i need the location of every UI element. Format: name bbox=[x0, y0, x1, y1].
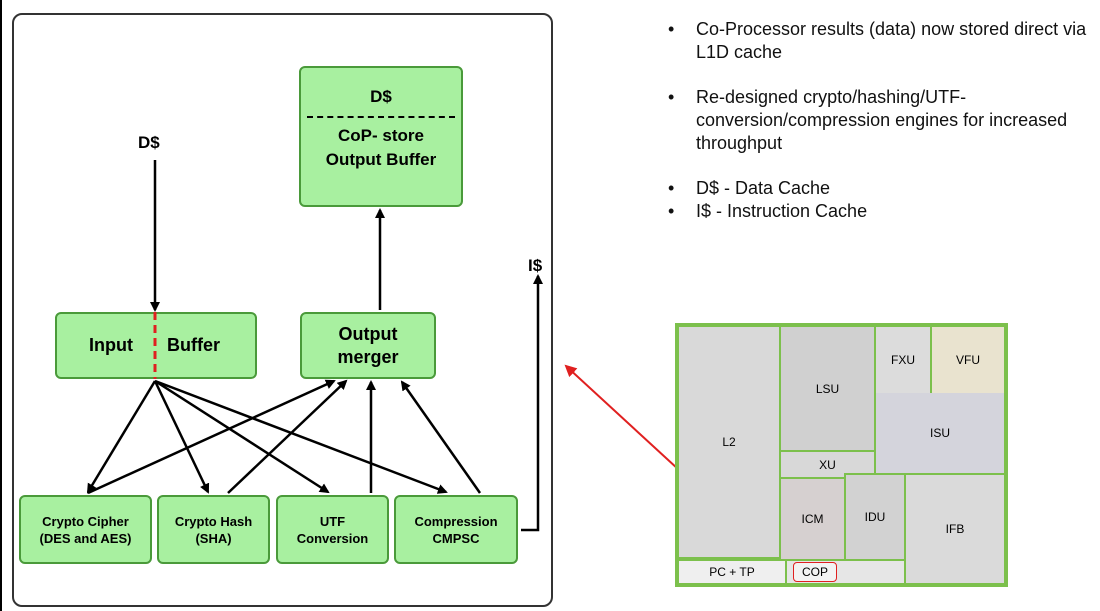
input-buffer-label-right: Buffer bbox=[167, 335, 220, 355]
unit-fxu: FXU bbox=[874, 325, 932, 395]
unit-ifb: IFB bbox=[904, 473, 1006, 585]
dcache-top-label: D$ bbox=[138, 133, 160, 152]
dcache-store-box: D$ CoP- store Output Buffer bbox=[299, 66, 463, 207]
bullet-list: Co-Processor results (data) now stored d… bbox=[666, 18, 1096, 223]
unit-isu: ISU bbox=[874, 393, 1006, 475]
output-merger-label: Output merger bbox=[337, 323, 399, 367]
arrow-input-to-cipher bbox=[86, 380, 157, 494]
arrow-cipher-to-merger bbox=[87, 379, 336, 495]
unit-vfu: VFU bbox=[930, 325, 1006, 395]
unit-cop: COP bbox=[785, 559, 906, 585]
bullet-item: Co-Processor results (data) now stored d… bbox=[666, 18, 1096, 64]
unit-l2: L2 bbox=[677, 325, 781, 559]
page-edge bbox=[0, 0, 2, 611]
arrow-icache-loop bbox=[521, 274, 543, 532]
dcache-store-divider bbox=[307, 116, 455, 118]
unit-cop-highlight: COP bbox=[793, 562, 838, 582]
output-merger-box: Output merger bbox=[300, 312, 436, 379]
icache-label: I$ bbox=[528, 256, 543, 275]
engine-compression-label: Compression CMPSC bbox=[414, 513, 498, 546]
arrow-input-to-compression bbox=[154, 379, 448, 494]
bullet-item: I$ - Instruction Cache bbox=[666, 200, 1096, 223]
engine-crypto-cipher-label: Crypto Cipher (DES and AES) bbox=[39, 513, 132, 546]
unit-icm: ICM bbox=[779, 477, 846, 561]
bullet-item: Re-designed crypto/hashing/UTF-conversio… bbox=[666, 86, 1096, 155]
arrow-input-to-hash bbox=[153, 380, 210, 494]
dcache-store-body: CoP- store Output Buffer bbox=[325, 126, 437, 169]
arrow-compression-to-merger bbox=[400, 380, 482, 494]
engine-utf-conversion: UTF Conversion bbox=[276, 495, 389, 564]
engine-crypto-hash: Crypto Hash (SHA) bbox=[157, 495, 270, 564]
bullet-item: D$ - Data Cache bbox=[666, 177, 1096, 200]
engine-crypto-hash-label: Crypto Hash (SHA) bbox=[174, 513, 253, 546]
unit-idu: IDU bbox=[844, 473, 906, 561]
chip-floorplan: L2 LSU FXU VFU RU ISU XU ICM IDU IFB PC … bbox=[675, 323, 1008, 587]
arrow-hash-to-merger bbox=[227, 379, 348, 494]
engine-compression: Compression CMPSC bbox=[394, 495, 518, 564]
engine-utf-conversion-label: UTF Conversion bbox=[296, 513, 369, 546]
unit-pc-tp: PC + TP bbox=[677, 559, 787, 585]
arrow-input-to-utf bbox=[154, 379, 330, 494]
dcache-store-title: D$ bbox=[370, 87, 392, 106]
input-buffer-label-left: Input bbox=[89, 335, 133, 355]
unit-lsu: LSU bbox=[779, 325, 876, 452]
engine-crypto-cipher: Crypto Cipher (DES and AES) bbox=[19, 495, 152, 564]
